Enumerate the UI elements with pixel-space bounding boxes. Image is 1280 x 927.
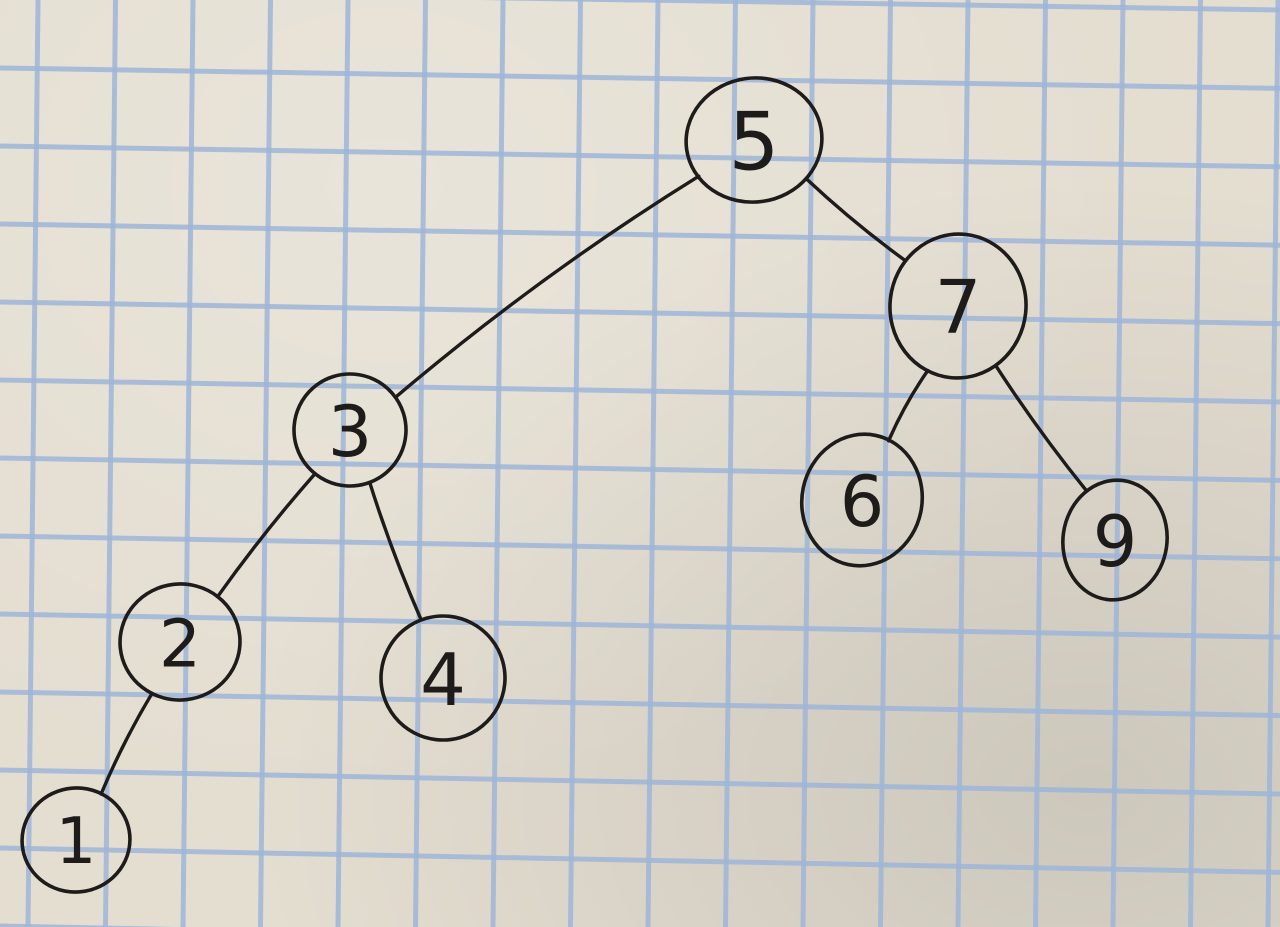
- tree-edge-5-7: [805, 177, 907, 263]
- tree-node-label: 7: [934, 265, 981, 351]
- tree-node-label: 3: [328, 391, 373, 473]
- tree-node-9: 9: [1061, 478, 1169, 602]
- tree-node-circle: [118, 582, 242, 702]
- grid-line-horizontal: [0, 689, 1280, 719]
- tree-node-1: 1: [20, 786, 132, 894]
- tree-node-4: 4: [379, 614, 507, 742]
- grid-line-vertical: [490, 0, 506, 927]
- grid-line-horizontal: [0, 845, 1280, 875]
- grid-line-vertical: [25, 0, 41, 927]
- tree-edge-7-6: [886, 368, 930, 443]
- tree-node-label: 5: [729, 96, 780, 189]
- tree-edge-3-4: [368, 480, 423, 622]
- tree-node-label: 6: [840, 461, 885, 543]
- tree-node-2: 2: [118, 582, 242, 702]
- grid-line-horizontal: [0, 767, 1280, 797]
- tree-node-label: 1: [56, 805, 97, 879]
- tree-node-circle: [799, 432, 925, 568]
- tree-node-circle: [888, 232, 1028, 380]
- grid-line-vertical: [955, 0, 971, 927]
- tree-edge-7-9: [994, 364, 1088, 492]
- grid-line-horizontal: [0, 533, 1280, 562]
- grid-line-horizontal: [479, 0, 1280, 13]
- grid-line-horizontal: [0, 65, 1280, 91]
- grid-line-vertical: [568, 0, 583, 927]
- tree-edge-2-1: [99, 691, 154, 796]
- grid-line-vertical: [878, 0, 893, 927]
- tree-node-label: 4: [420, 638, 466, 722]
- grid-line-vertical: [800, 0, 816, 927]
- grid-line-vertical: [1110, 0, 1126, 927]
- grid-line-vertical: [1265, 0, 1280, 927]
- grid-line-vertical: [723, 0, 738, 927]
- tree-node-label: 9: [1093, 501, 1138, 583]
- tree-node-7: 7: [888, 232, 1028, 380]
- tree-node-circle: [20, 786, 132, 894]
- tree-node-circle: [292, 372, 408, 488]
- grid-line-vertical: [1188, 0, 1203, 927]
- tree-node-circle: [684, 76, 824, 204]
- grid-line-horizontal: [0, 377, 1280, 405]
- tree-node-circle: [1061, 478, 1169, 602]
- tree-edge-5-3: [393, 174, 701, 399]
- tree-node-6: 6: [799, 432, 925, 568]
- tree-edges: [99, 174, 1088, 796]
- tree-node-circle: [379, 614, 507, 742]
- grid-line-vertical: [1033, 0, 1048, 927]
- tree-node-label: 2: [159, 606, 201, 683]
- grid-line-horizontal: [0, 143, 1280, 170]
- grid-line-vertical: [103, 0, 118, 927]
- grid-line-horizontal: [0, 299, 1280, 327]
- grid-line-horizontal: [0, 611, 1280, 640]
- tree-node-3: 3: [292, 372, 408, 488]
- grid-line-vertical: [645, 0, 661, 927]
- tree-edge-3-2: [215, 472, 317, 599]
- tree-node-5: 5: [684, 76, 824, 204]
- grid-line-horizontal: [0, 455, 1280, 483]
- tree-nodes: 5 7 3 6 9 2 4 1: [20, 76, 1169, 894]
- grid-line-horizontal: [0, 221, 1280, 248]
